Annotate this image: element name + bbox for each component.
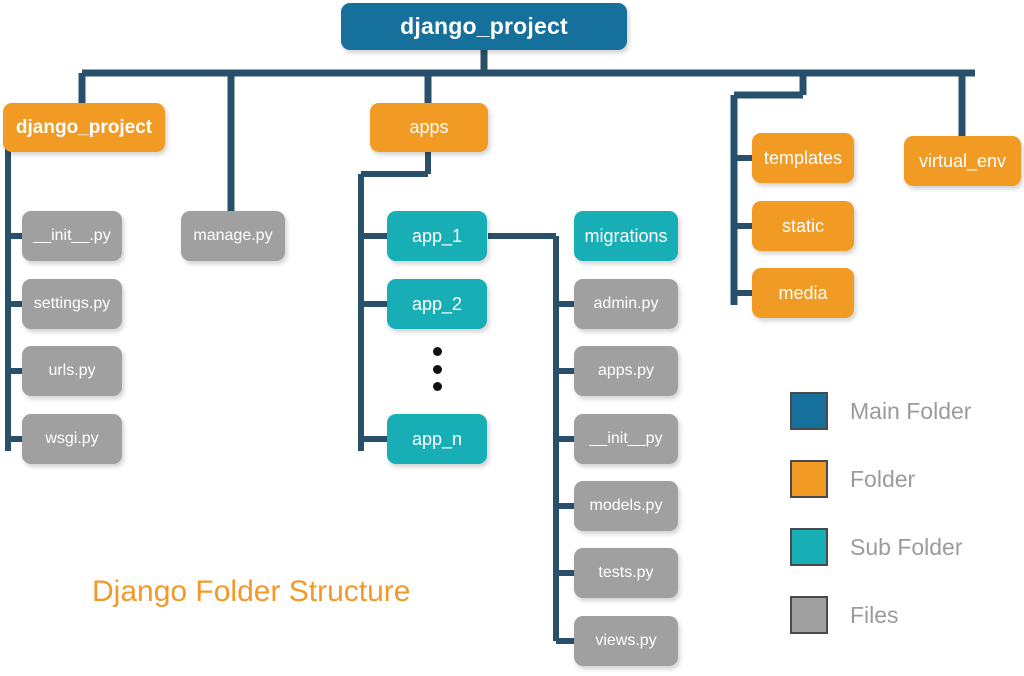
node-label: app_1	[411, 225, 463, 246]
node-label: wsgi.py	[45, 429, 99, 447]
node-urls-py[interactable]: urls.py	[22, 346, 122, 396]
node-label: app_n	[411, 428, 463, 449]
node-label: views.py	[595, 631, 657, 649]
node-label: templates	[763, 147, 843, 168]
node-manage-py[interactable]: manage.py	[181, 211, 285, 261]
diagram-title: Django Folder Structure	[92, 575, 411, 608]
node-label: app_2	[411, 293, 463, 314]
node-migrations[interactable]: migrations	[574, 211, 678, 261]
node-app-1[interactable]: app_1	[387, 211, 487, 261]
node-app-2[interactable]: app_2	[387, 279, 487, 329]
node-label: settings.py	[33, 294, 111, 312]
node-label: tests.py	[598, 563, 654, 581]
node-label: migrations	[584, 225, 668, 246]
legend-label: Main Folder	[850, 397, 972, 424]
legend-swatch-main-folder	[790, 392, 828, 430]
node-tests-py[interactable]: tests.py	[574, 548, 678, 598]
node-views-py[interactable]: views.py	[574, 616, 678, 666]
node-admin-py[interactable]: admin.py	[574, 279, 678, 329]
legend-label: Sub Folder	[850, 533, 963, 560]
legend-item-main-folder: Main Folder	[790, 388, 971, 434]
node-app-n[interactable]: app_n	[387, 414, 487, 464]
node-label: __init__.py	[33, 226, 111, 244]
node-label: manage.py	[193, 226, 273, 244]
node-root-django-project[interactable]: django_project	[341, 3, 627, 50]
node-init-py[interactable]: __init__.py	[22, 211, 122, 261]
legend-label: Files	[850, 601, 899, 628]
legend-item-files: Files	[790, 592, 971, 638]
node-django-project-folder[interactable]: django_project	[3, 103, 165, 152]
node-virtual-env-folder[interactable]: virtual_env	[904, 136, 1021, 186]
dot-1	[432, 347, 442, 356]
node-media-folder[interactable]: media	[752, 268, 854, 318]
node-app-init-py[interactable]: __init__py	[574, 414, 678, 464]
node-label: django_project	[15, 116, 153, 138]
legend-swatch-folder	[790, 460, 828, 498]
node-label: static	[781, 215, 824, 236]
node-label: __init__py	[589, 429, 663, 447]
legend-item-folder: Folder	[790, 456, 971, 502]
node-label: urls.py	[48, 361, 96, 379]
node-label: models.py	[589, 496, 663, 514]
node-label: admin.py	[593, 294, 659, 312]
node-apps-py[interactable]: apps.py	[574, 346, 678, 396]
legend-label: Folder	[850, 465, 916, 492]
dot-2	[432, 364, 442, 374]
node-settings-py[interactable]: settings.py	[22, 279, 122, 329]
node-templates-folder[interactable]: templates	[752, 133, 854, 183]
vertical-ellipsis-icon	[432, 347, 442, 391]
node-models-py[interactable]: models.py	[574, 481, 678, 531]
legend-swatch-files	[790, 596, 828, 634]
node-apps-folder[interactable]: apps	[370, 103, 488, 152]
node-label: apps	[409, 117, 449, 138]
dot-3	[432, 382, 442, 391]
node-wsgi-py[interactable]: wsgi.py	[22, 414, 122, 464]
node-label: django_project	[400, 13, 568, 40]
node-label: apps.py	[597, 361, 655, 379]
legend-item-sub-folder: Sub Folder	[790, 524, 971, 570]
node-static-folder[interactable]: static	[752, 201, 854, 251]
legend: Main Folder Folder Sub Folder Files	[790, 388, 971, 660]
node-label: virtual_env	[918, 150, 1007, 171]
node-label: media	[778, 282, 828, 303]
legend-swatch-sub-folder	[790, 528, 828, 566]
